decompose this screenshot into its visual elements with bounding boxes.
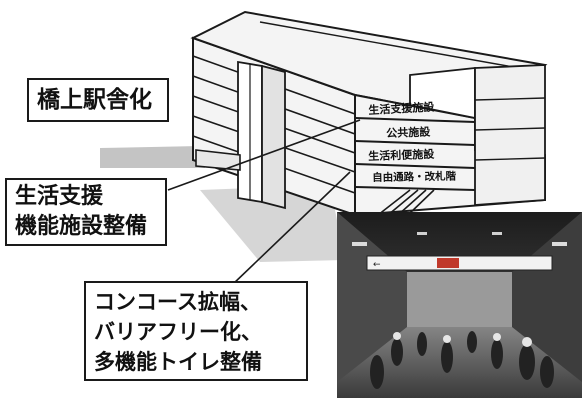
- ground-shadow-plaza: [200, 185, 345, 262]
- callout-station-bridge: 橋上駅舎化: [27, 78, 169, 122]
- callout-support-line2: 機能施設整備: [15, 214, 148, 239]
- callout-concourse-line2: バリアフリー化、: [94, 320, 262, 344]
- right-side-floor-lines: [474, 97, 546, 161]
- floor-label-convenience: 生活利便施設: [368, 147, 435, 163]
- vertical-core-side: [261, 64, 286, 210]
- concourse-photo: ←: [337, 212, 582, 398]
- floor-label-public: 公共施設: [386, 125, 431, 140]
- callout-life-support: 生活支援 機能施設整備: [5, 178, 167, 246]
- callout-station-text: 橋上駅舎化: [37, 87, 152, 113]
- floor-label-concourse: 自由通路・改札階: [372, 170, 457, 184]
- bridge-deck: [195, 149, 241, 171]
- photo-sign-arrow: ←: [373, 260, 381, 270]
- right-side-block: [474, 64, 546, 206]
- front-face-floor-lines: [354, 117, 476, 191]
- callout-concourse-line1: コンコース拡幅、: [94, 290, 261, 314]
- concourse-photo-scene: ←: [337, 212, 582, 398]
- callout-support-line1: 生活支援: [15, 184, 104, 209]
- photo-signboard: [366, 255, 553, 271]
- ground-shadow-band: [100, 146, 205, 168]
- callout-concourse-line3: 多機能トイレ整備: [94, 350, 262, 374]
- callout-concourse: コンコース拡幅、 バリアフリー化、 多機能トイレ整備: [84, 281, 308, 381]
- stair-lines: [377, 189, 435, 216]
- leader-lines: [167, 119, 361, 286]
